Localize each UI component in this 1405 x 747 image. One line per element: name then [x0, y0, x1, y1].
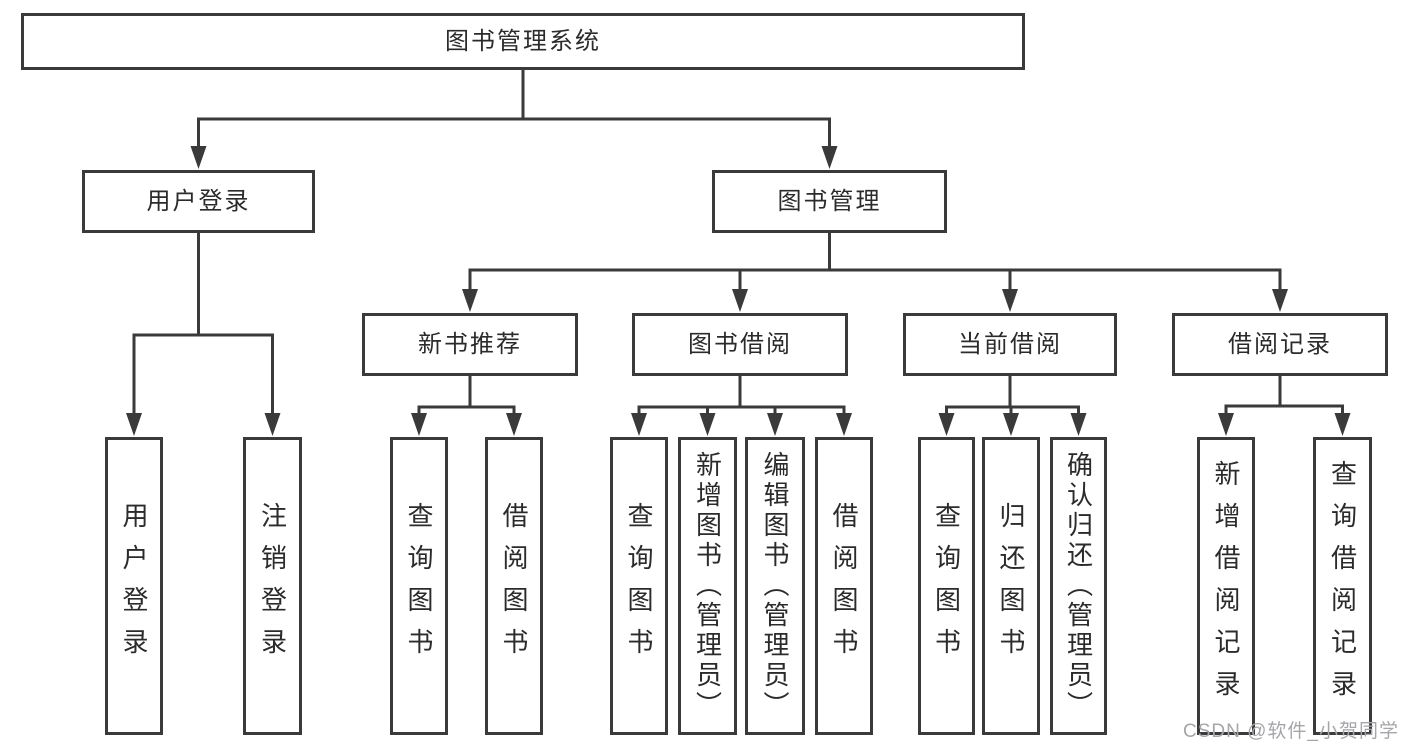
node-leaf-logout: 注销登录 — [243, 437, 302, 735]
node-label: 借阅图书 — [829, 502, 859, 670]
node-label: 图书管理 — [777, 187, 882, 215]
watermark: CSDN @软件_小贺同学 — [1183, 721, 1399, 742]
node-label: 当前借阅 — [958, 330, 1062, 358]
node-leaf-borrow-books-1: 借阅图书 — [485, 437, 543, 735]
node-leaf-add-books: 新增图书（管理员） — [678, 437, 737, 735]
node-new-book-rec: 新书推荐 — [362, 313, 578, 376]
node-leaf-query-borrow-record: 查询借阅记录 — [1313, 437, 1372, 735]
node-label: 查询图书 — [931, 502, 962, 670]
node-leaf-return-books: 归还图书 — [982, 437, 1040, 735]
node-leaf-add-borrow-record: 新增借阅记录 — [1197, 437, 1255, 735]
node-leaf-confirm-return: 确认归还（管理员） — [1050, 437, 1107, 735]
node-label: 新增借阅记录 — [1211, 460, 1241, 712]
node-user-login: 用户登录 — [82, 170, 315, 233]
node-borrow-records: 借阅记录 — [1172, 313, 1388, 376]
node-label: 借阅记录 — [1228, 330, 1332, 358]
node-label: 确认归还（管理员） — [1063, 451, 1094, 721]
node-leaf-borrow-books-2: 借阅图书 — [815, 437, 873, 735]
node-label: 图书管理系统 — [445, 27, 601, 55]
node-label: 查询图书 — [404, 502, 434, 670]
node-current-borrow: 当前借阅 — [903, 313, 1117, 376]
node-leaf-edit-books: 编辑图书（管理员） — [745, 437, 805, 735]
node-label: 新增图书（管理员） — [692, 451, 723, 721]
node-label: 图书借阅 — [688, 330, 792, 358]
node-leaf-user-login: 用户登录 — [105, 437, 163, 735]
node-label: 注销登录 — [257, 502, 288, 670]
node-root: 图书管理系统 — [21, 13, 1025, 70]
node-label: 查询借阅记录 — [1327, 460, 1358, 712]
node-leaf-query-books-1: 查询图书 — [390, 437, 448, 735]
node-label: 编辑图书（管理员） — [760, 451, 790, 721]
node-leaf-query-books-2: 查询图书 — [610, 437, 668, 735]
node-label: 用户登录 — [119, 502, 149, 670]
node-label: 归还图书 — [996, 502, 1026, 670]
node-label: 借阅图书 — [499, 502, 529, 670]
node-book-mgmt: 图书管理 — [712, 170, 947, 233]
node-label: 用户登录 — [146, 187, 251, 215]
node-label: 查询图书 — [624, 502, 654, 670]
node-leaf-query-books-3: 查询图书 — [918, 437, 975, 735]
node-book-borrow: 图书借阅 — [632, 313, 848, 376]
node-label: 新书推荐 — [418, 330, 522, 358]
